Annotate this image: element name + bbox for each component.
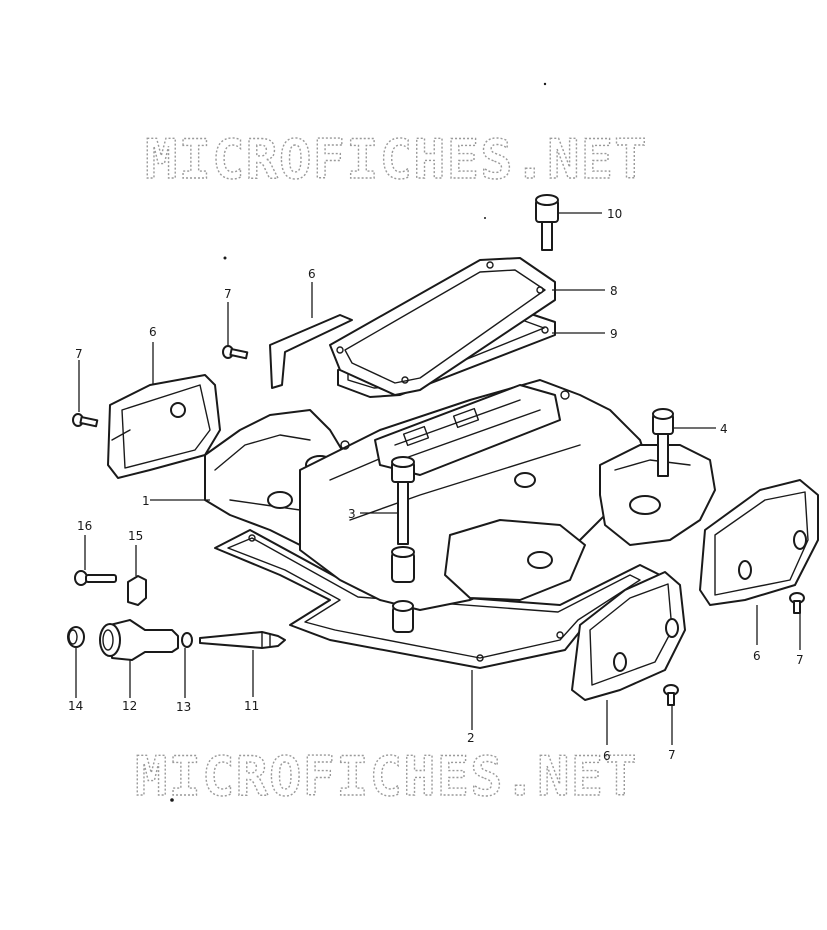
screw-7-a: [72, 413, 99, 428]
callout-6-front: 6: [603, 749, 611, 763]
callout-6-right: 6: [753, 649, 761, 663]
screw-7-c: [789, 592, 805, 614]
washer-15: [127, 575, 147, 606]
callout-6-left: 6: [149, 325, 157, 339]
callout-12: 12: [122, 699, 137, 713]
callout-8: 8: [610, 284, 618, 298]
bolt-4: [652, 408, 674, 477]
callout-7-left: 7: [75, 347, 83, 361]
callout-6-upper: 6: [308, 267, 316, 281]
o-ring-13: [181, 632, 193, 648]
callout-2: 2: [467, 731, 475, 745]
callout-16: 16: [77, 519, 92, 533]
callout-13: 13: [176, 700, 191, 714]
screw-7-d: [663, 684, 679, 706]
bolt-10: [535, 194, 559, 251]
housing-1: [204, 379, 716, 633]
callout-4: 4: [720, 422, 728, 436]
callout-9: 9: [610, 327, 618, 341]
callout-15: 15: [128, 529, 143, 543]
screw-7-b: [222, 345, 249, 360]
watermark-top: MICROFICHES.NET: [145, 128, 648, 191]
callout-11: 11: [244, 699, 259, 713]
pin-11: [199, 631, 286, 649]
watermark-bottom: MICROFICHES.NET: [135, 745, 638, 808]
callout-14: 14: [68, 699, 83, 713]
housing-12: [99, 619, 179, 661]
callout-7-right: 7: [796, 653, 804, 667]
callout-10: 10: [607, 207, 622, 221]
side-cover-6-front: [571, 571, 686, 701]
side-cover-6-right: [699, 479, 819, 606]
callout-1: 1: [142, 494, 150, 508]
gasket-6-upper: [269, 314, 353, 389]
bolt-16: [74, 570, 117, 586]
cover-plate-8: [329, 257, 556, 396]
top-rib-block: [374, 384, 561, 476]
cap-14: [67, 626, 85, 648]
leader-lines: [75, 212, 801, 745]
side-cover-6-left: [107, 374, 221, 479]
callout-7-front: 7: [668, 748, 676, 762]
callout-3: 3: [348, 507, 356, 521]
callout-7-upper: 7: [224, 287, 232, 301]
